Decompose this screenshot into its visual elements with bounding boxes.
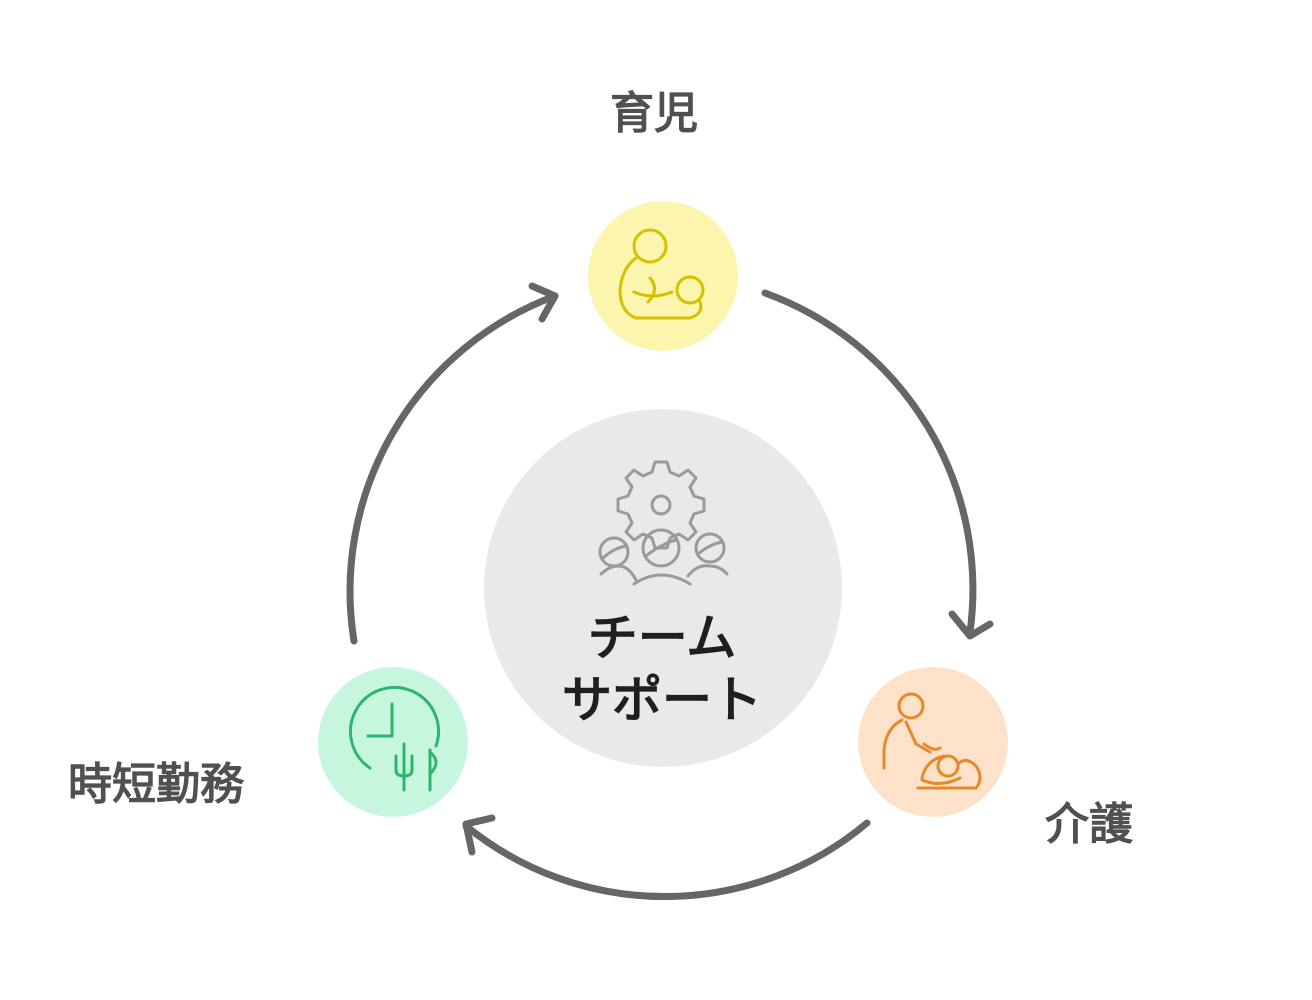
- center-circle: [484, 409, 842, 767]
- arrow-jitan-to-ikuji: [346, 292, 559, 645]
- node-label-jitan: 時短勤務: [68, 759, 244, 810]
- center-title-line2: サポート: [562, 671, 762, 729]
- node-jitan-circle: [318, 667, 468, 817]
- arrow-ikuji-to-kaigo-head: [948, 610, 994, 640]
- center-title-line1: チーム: [587, 609, 737, 667]
- arrow-kaigo-to-jitan-head: [462, 814, 496, 856]
- team-gear-icon: [598, 460, 729, 586]
- arrow-ikuji-to-kaigo: [761, 289, 977, 636]
- caregiver-icon: [882, 692, 982, 790]
- node-label-kaigo: 介護: [1045, 799, 1133, 850]
- breastfeeding-icon: [618, 228, 705, 320]
- arrow-kaigo-to-jitan: [462, 819, 871, 901]
- node-label-ikuji: 育児: [610, 88, 698, 139]
- node-kaigo-circle: [858, 667, 1008, 817]
- cycle-arrows: [346, 282, 994, 901]
- node-ikuji-circle: [588, 201, 738, 351]
- clock-plant-icon: [348, 685, 440, 792]
- arrow-jitan-to-ikuji-head: [528, 282, 559, 323]
